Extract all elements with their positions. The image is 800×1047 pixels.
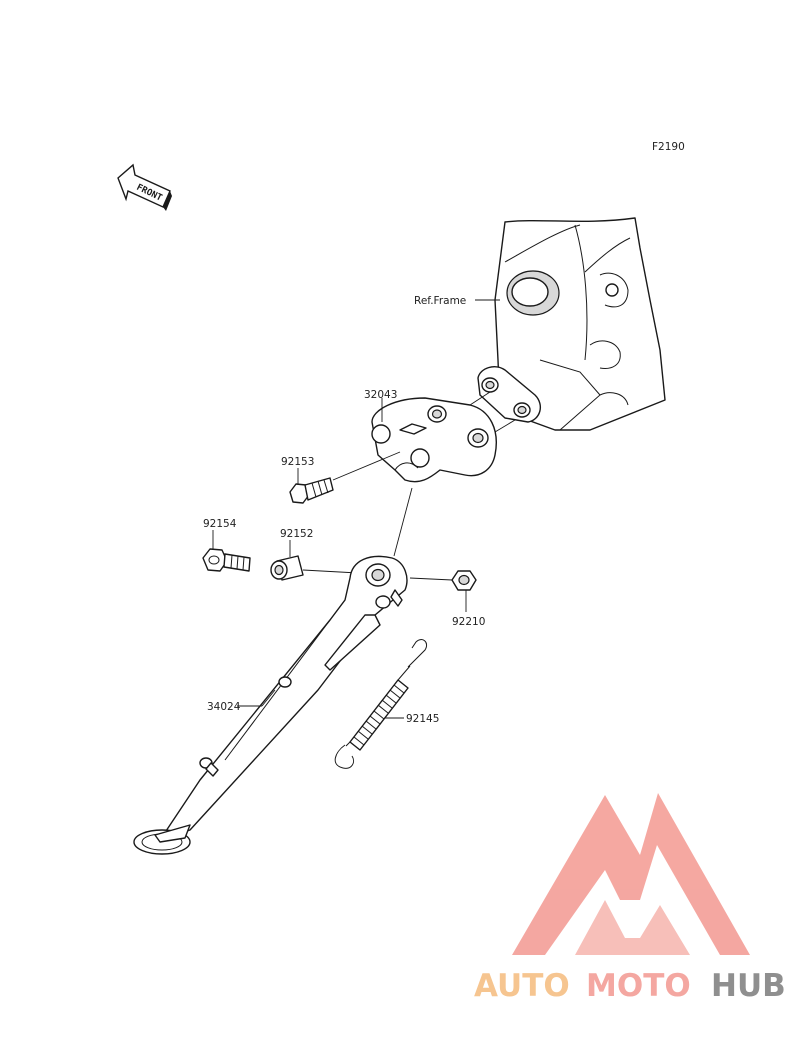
watermark-moto: MOTO (586, 968, 691, 1004)
label-92153: 92153 (281, 456, 314, 468)
label-32043: 32043 (364, 389, 397, 401)
front-arrow-icon: FRONT (117, 163, 172, 211)
bracket-32043 (371, 397, 497, 483)
collar-92152 (270, 555, 304, 581)
label-34024: 34024 (207, 701, 241, 713)
label-92154: 92154 (203, 518, 237, 530)
logo-mark-icon (512, 793, 750, 955)
nut-92210 (451, 570, 477, 591)
bolt-92154 (202, 548, 251, 572)
side-stand-34024 (133, 555, 408, 855)
figure-code: F2190 (652, 141, 685, 153)
label-92210: 92210 (452, 616, 485, 628)
frame-reference (477, 217, 666, 431)
watermark-hub: HUB (711, 968, 786, 1004)
label-92145: 92145 (406, 713, 439, 725)
bolt-92153 (289, 477, 334, 504)
watermark-auto: AUTO (474, 968, 570, 1004)
automotohub-logo: AUTO MOTO HUB (474, 793, 786, 1004)
label-92152: 92152 (280, 528, 313, 540)
spring-92145 (334, 639, 428, 769)
ref-frame-label: Ref.Frame (414, 295, 466, 307)
